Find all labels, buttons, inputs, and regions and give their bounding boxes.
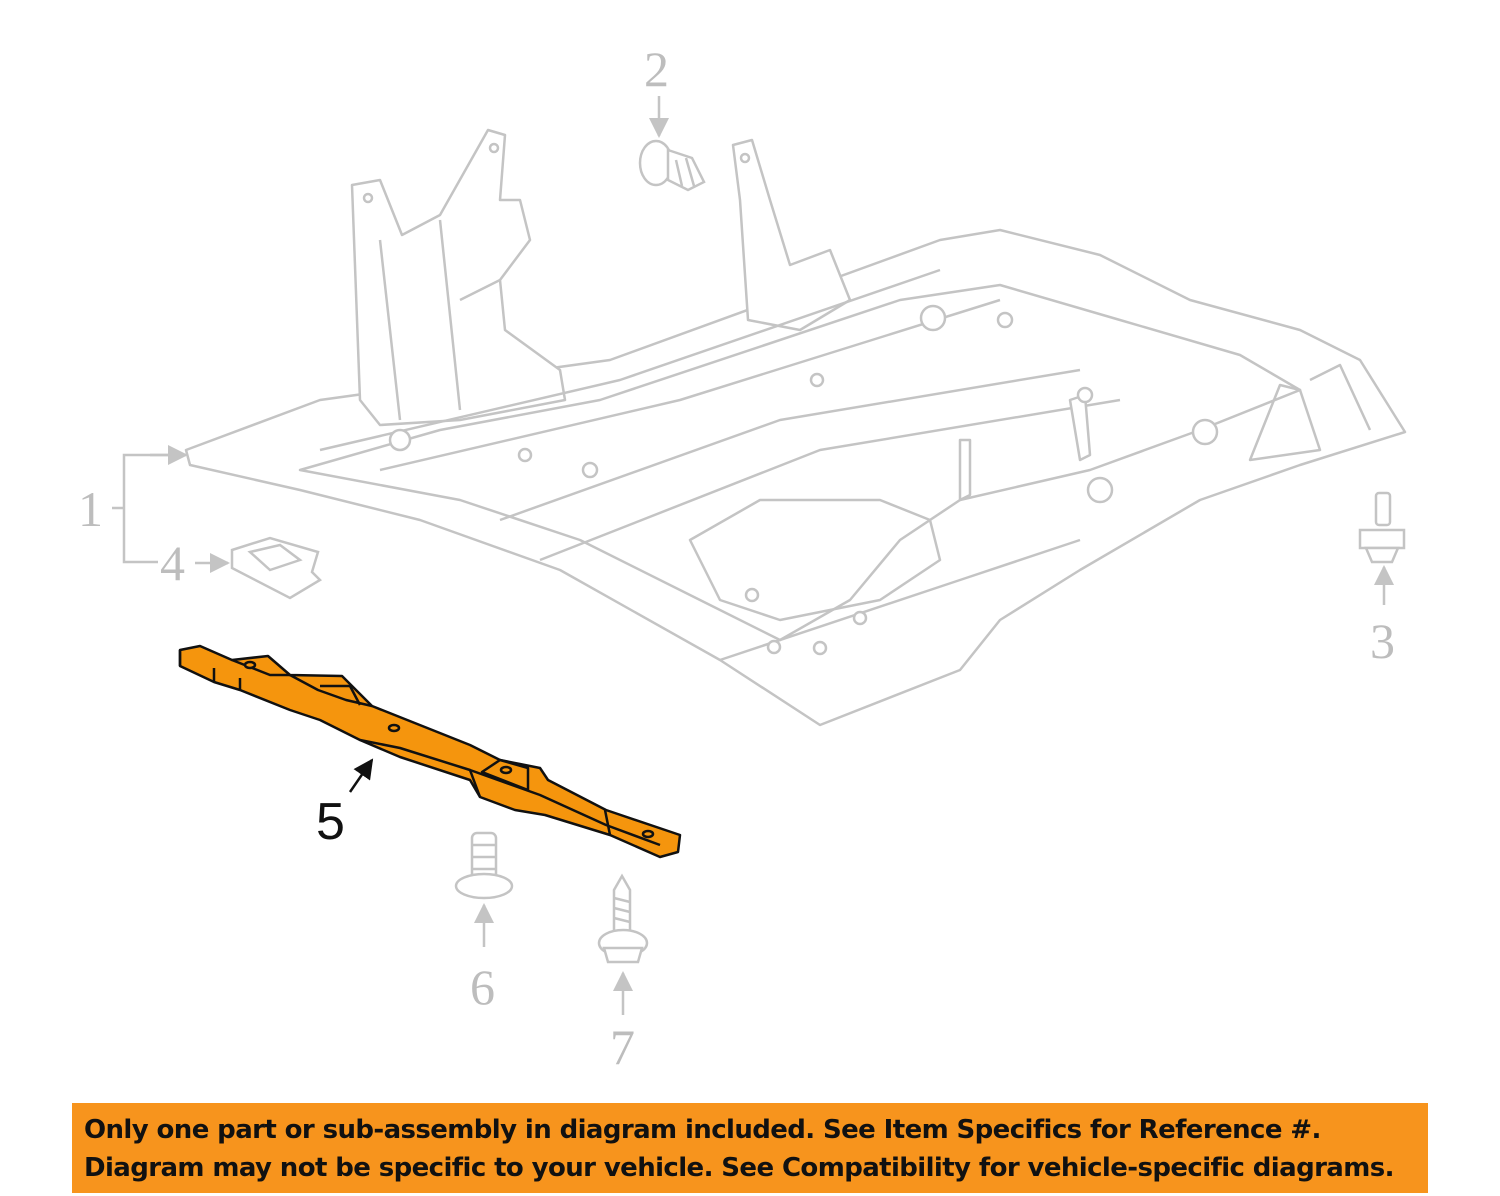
callout-6: 6 <box>470 959 495 1015</box>
callout-3: 3 <box>1370 613 1395 669</box>
disclaimer-banner: Only one part or sub-assembly in diagram… <box>72 1103 1428 1193</box>
disclaimer-line-2: Diagram may not be specific to your vehi… <box>84 1153 1394 1183</box>
clip-nut-4 <box>230 536 323 600</box>
parts-diagram <box>112 96 1407 1015</box>
flange-bolt-3 <box>1358 491 1406 564</box>
callout-5: 5 <box>316 793 345 851</box>
crossmember-brace-5 <box>178 644 682 859</box>
front-subframe-assembly <box>184 128 1407 727</box>
disclaimer-line-1: Only one part or sub-assembly in diagram… <box>84 1115 1321 1145</box>
flange-bolt-6 <box>454 831 514 900</box>
callout-1: 1 <box>78 481 103 537</box>
callout-7: 7 <box>610 1019 635 1075</box>
callout-2: 2 <box>644 41 669 97</box>
callout-4: 4 <box>160 535 185 591</box>
tapping-screw-7 <box>597 873 649 964</box>
push-clip-2 <box>638 139 706 192</box>
